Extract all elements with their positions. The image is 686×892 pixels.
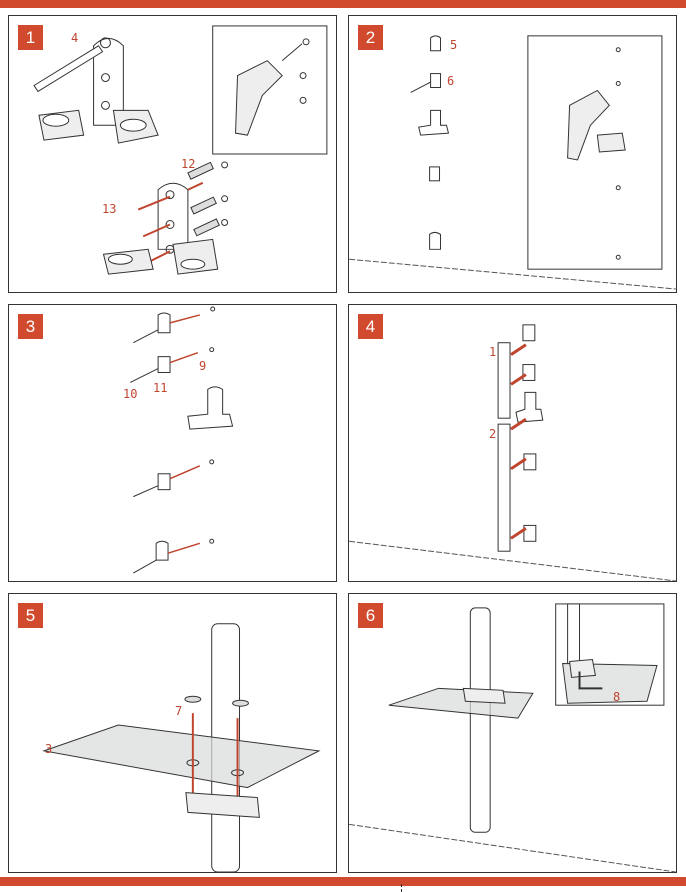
step-3-panel: 3 9 10 11: [8, 304, 337, 582]
part-label: 1: [489, 345, 497, 359]
step-number: 3: [18, 314, 43, 339]
step-number: 2: [358, 25, 383, 50]
part-label: 5: [450, 38, 458, 52]
step-number: 5: [18, 603, 43, 628]
part-label: 7: [175, 704, 183, 718]
fold-mark: [401, 884, 402, 892]
bottom-bar: [0, 877, 686, 886]
top-bar: [0, 0, 686, 8]
part-label: 6: [447, 74, 455, 88]
part-label: 2: [489, 427, 497, 441]
step-5-panel: 5 7 3: [8, 593, 337, 873]
part-label: 8: [613, 690, 621, 704]
screw-anchor-illustration: [130, 306, 234, 574]
wall-drilling-illustration: [349, 35, 676, 290]
glass-shelf-illustration: [41, 623, 321, 872]
step-4-panel: 4 1 2: [348, 304, 677, 582]
part-label: 10: [123, 387, 138, 401]
step-number: 1: [18, 25, 43, 50]
pole-mounting-illustration: [349, 324, 676, 581]
step-1-panel: 1 4 12 13: [8, 15, 337, 293]
step-2-panel: 2 5 6: [348, 15, 677, 293]
step-number: 6: [358, 603, 383, 628]
step-6-panel: 6 8: [348, 593, 677, 873]
part-label: 12: [181, 157, 196, 171]
part-label: 4: [71, 31, 79, 45]
bracket-assembly-illustration: [33, 25, 328, 275]
step-number: 4: [358, 314, 383, 339]
part-label: 9: [199, 359, 207, 373]
finished-shelf-illustration: [349, 603, 676, 872]
part-label: 3: [45, 742, 53, 756]
part-label: 13: [102, 202, 117, 216]
part-label: 11: [153, 381, 168, 395]
